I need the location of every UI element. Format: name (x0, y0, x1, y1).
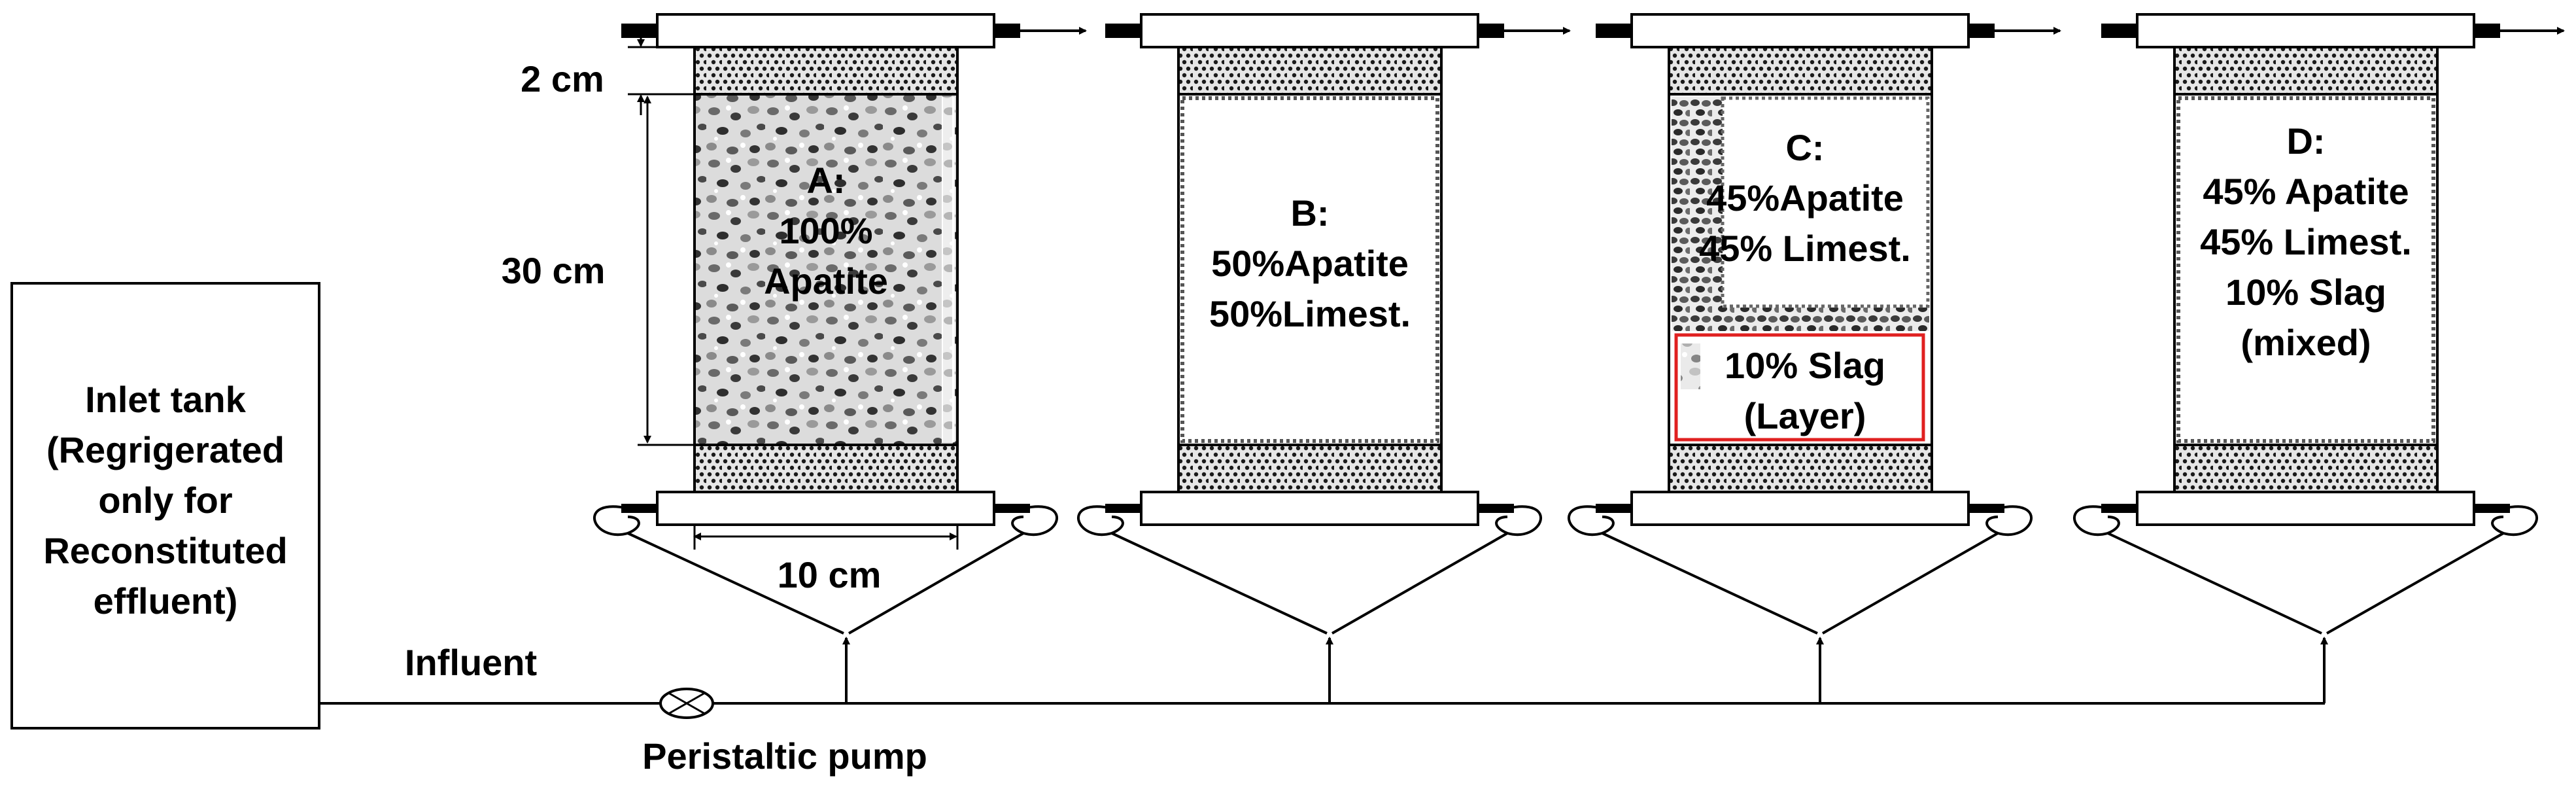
column-b-label-2: 50%Apatite (1211, 243, 1409, 284)
column-a-label-2: 100% (779, 210, 872, 251)
column-d-label-3: 45% Limest. (2200, 221, 2412, 262)
column-a-bottom-cap (656, 491, 995, 526)
column-c-slag-label-1: 10% Slag (1725, 345, 1885, 386)
column-a-inlet (592, 504, 1059, 703)
column-d: D: 45% Apatite 45% Limest. 10% Slag (mix… (2101, 13, 2565, 526)
influent-label: Influent (405, 642, 537, 683)
inlet-tank-label-2: (Regrigerated (46, 429, 284, 470)
column-a-label-3: Apatite (764, 260, 888, 302)
inlet-tank-label-4: Reconstituted (43, 530, 287, 571)
dimension-10cm (693, 525, 959, 550)
column-d-label-5: (mixed) (2241, 322, 2371, 363)
column-d-label-2: 45% Apatite (2203, 171, 2409, 212)
column-d-inlet (2072, 504, 2539, 703)
column-b-label-3: 50%Limest. (1209, 293, 1411, 334)
column-a-bottom-gravel (693, 444, 959, 493)
dimension-30cm (638, 96, 695, 446)
inlet-tank-label-1: Inlet tank (85, 379, 247, 420)
column-b-inlet (1076, 504, 1543, 703)
column-c-label-1: C: (1785, 127, 1824, 168)
column-a-top-gravel (693, 46, 959, 96)
column-c-mixed-layer-band (1672, 308, 1929, 331)
column-c-inlet (1567, 504, 2033, 703)
column-c-slag-label-2: (Layer) (1744, 395, 1866, 436)
column-b-label-1: B: (1290, 192, 1329, 234)
column-d-top-gravel (2173, 46, 2439, 96)
inlet-tank-label-3: only for (98, 480, 232, 521)
peristaltic-pump-icon (659, 688, 714, 719)
column-a: A: 100% Apatite (621, 13, 1087, 526)
column-c-slag-layer (1674, 333, 1925, 442)
column-b-bottom-gravel (1177, 444, 1443, 493)
column-a-label-1: A: (806, 160, 845, 201)
inlet-tank-label-5: effluent) (94, 580, 238, 622)
column-b-media (1177, 93, 1443, 446)
column-b-top-gravel (1177, 46, 1443, 96)
dimension-2cm (628, 26, 695, 115)
dimension-10cm-label: 10 cm (778, 554, 882, 595)
dimension-30cm-label: 30 cm (502, 250, 606, 291)
column-b-bottom-cap (1140, 491, 1479, 526)
column-c-bottom-gravel (1668, 444, 1933, 493)
column-c-mixed-layer-left (1672, 97, 1723, 308)
column-d-top-cap (2136, 13, 2475, 48)
inlet-tank-box (10, 282, 320, 729)
column-d-bottom-cap (2136, 491, 2475, 526)
dimension-2cm-label: 2 cm (521, 58, 604, 99)
column-b-top-cap (1140, 13, 1479, 48)
column-b: B: 50%Apatite 50%Limest. (1105, 13, 1571, 526)
column-a-media (693, 93, 959, 446)
column-c: C: 45%Apatite 45% Limest. 10% Slag (Laye… (1596, 13, 2061, 526)
column-c-label-3: 45% Limest. (1699, 228, 1911, 269)
column-d-media (2173, 93, 2439, 446)
column-c-bottom-cap (1630, 491, 1970, 526)
column-d-label-4: 10% Slag (2225, 272, 2386, 313)
column-c-top-cap (1630, 13, 1970, 48)
column-d-bottom-gravel (2173, 444, 2439, 493)
column-c-label-2: 45%Apatite (1706, 177, 1904, 219)
pump-label: Peristaltic pump (642, 735, 927, 777)
column-c-top-gravel (1668, 46, 1933, 96)
column-a-top-cap (656, 13, 995, 48)
column-d-label-1: D: (2286, 120, 2325, 162)
